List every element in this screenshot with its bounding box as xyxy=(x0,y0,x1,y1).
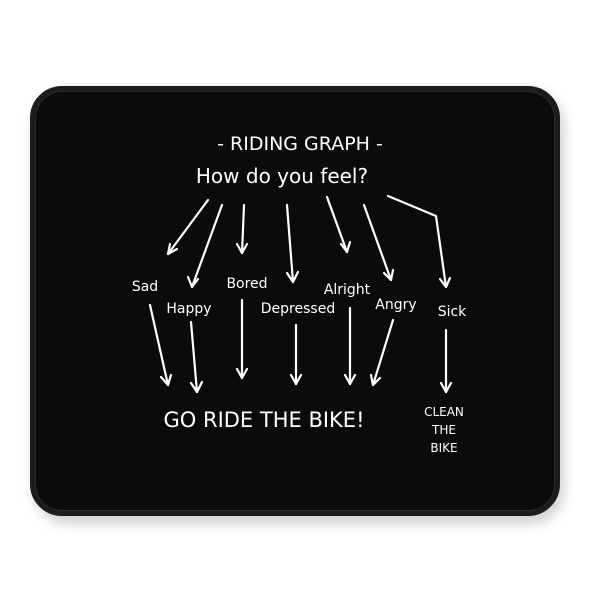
feeling-depressed: Depressed xyxy=(261,301,335,317)
diagram-question: How do you feel? xyxy=(196,164,368,188)
arrow-question-to-sick xyxy=(386,194,452,289)
feeling-bored: Bored xyxy=(226,276,267,292)
arrow-angry-to-outcome xyxy=(369,318,395,387)
outcome-clean-line-2: THE xyxy=(431,423,456,437)
arrow-sad-to-outcome xyxy=(148,303,173,387)
arrow-depressed-to-outcome xyxy=(289,323,303,386)
outcome-clean-line-3: BIKE xyxy=(430,441,457,455)
feeling-sick: Sick xyxy=(438,304,467,320)
feeling-alright: Alright xyxy=(324,282,371,298)
arrow-question-to-angry xyxy=(362,203,395,282)
arrow-question-to-happy xyxy=(186,203,224,289)
arrow-sick-to-clean xyxy=(439,328,453,394)
outcome-go-ride: GO RIDE THE BIKE! xyxy=(164,408,365,432)
mouse-mat xyxy=(30,86,560,516)
diagram-title: - RIDING GRAPH - xyxy=(217,133,383,155)
feeling-sad: Sad xyxy=(132,279,158,295)
arrow-question-to-sad xyxy=(166,198,210,256)
arrow-question-to-bored xyxy=(235,203,249,255)
feeling-happy: Happy xyxy=(166,301,211,317)
arrow-question-to-depressed xyxy=(285,203,300,284)
arrow-happy-to-outcome xyxy=(189,320,204,394)
arrow-question-to-alright xyxy=(325,195,352,254)
arrow-bored-to-outcome xyxy=(235,298,249,380)
outcome-clean-line-1: CLEAN xyxy=(424,405,464,419)
arrow-alright-to-outcome xyxy=(343,306,357,386)
feeling-angry: Angry xyxy=(375,297,416,313)
